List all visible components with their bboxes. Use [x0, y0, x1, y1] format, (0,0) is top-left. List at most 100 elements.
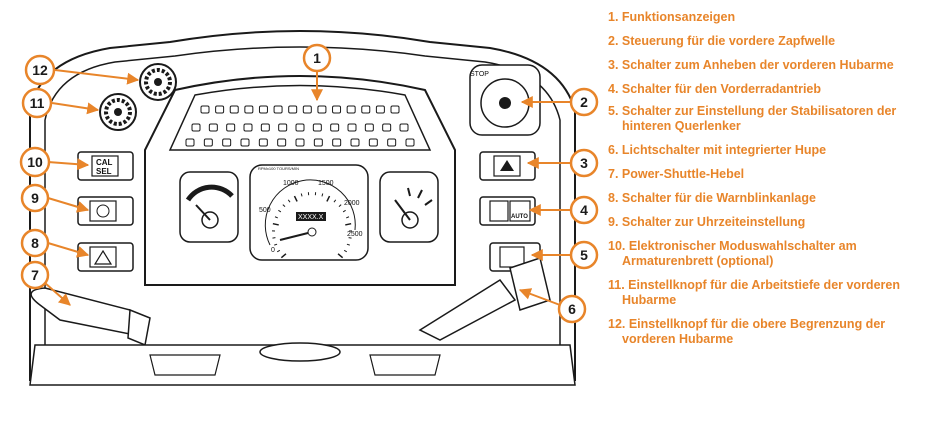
warning-lamp-icon: [229, 105, 239, 114]
callout-3: 3: [569, 148, 599, 178]
callout-2: 2: [569, 87, 599, 117]
warning-lamp-icon: [382, 123, 392, 132]
tacho-tick: [276, 249, 281, 253]
warning-lamp-icon: [258, 105, 268, 114]
legend-item: 4. Schalter für den Vorderradantrieb: [608, 82, 822, 96]
legend-item: 9. Schalter zur Uhrzeiteinstellung: [608, 215, 806, 229]
callout-4: 4: [569, 195, 599, 225]
legend-item: 5. Schalter zur Einstellung der Stabilis…: [608, 104, 897, 133]
callout-9: 9: [20, 183, 50, 213]
legend-item: 3. Schalter zum Anheben der vorderen Hub…: [608, 58, 894, 72]
warning-lamp-icon: [191, 123, 201, 132]
front-pto-control[interactable]: STOP: [469, 64, 541, 136]
warning-lamp-icon: [203, 138, 213, 147]
svg-text:1: 1: [313, 50, 321, 66]
warning-lamp-icon: [330, 123, 340, 132]
warning-lamp-icon: [387, 138, 397, 147]
callout-6: 6: [557, 294, 587, 324]
warning-lamp-icon: [361, 105, 371, 114]
tacho-tick: [345, 222, 352, 226]
warning-lamp-icon: [240, 138, 250, 147]
svg-text:3: 3: [580, 155, 588, 171]
legend-item: 10. Elektronischer Moduswahlschalter am …: [608, 239, 857, 268]
warning-lamp-panel: [168, 84, 432, 151]
legend-item: 1. Funktionsanzeigen: [608, 10, 736, 24]
fwd-switch[interactable]: AUTO: [479, 196, 536, 226]
working-depth-knob[interactable]: [99, 93, 137, 131]
tacho-tick: [278, 209, 282, 213]
tacho-tick: [338, 204, 342, 208]
warning-lamp-icon: [260, 123, 270, 132]
warning-lamp-icon: [222, 138, 232, 147]
svg-text:12: 12: [32, 62, 48, 78]
warning-lamp-icon: [317, 105, 327, 114]
warning-lamp-icon: [405, 138, 415, 147]
tacho-tick: [342, 209, 346, 213]
warning-lamp-icon: [208, 123, 218, 132]
warning-lamp-icon: [226, 123, 236, 132]
temperature-gauge: [379, 171, 439, 243]
tacho-tick: [326, 195, 331, 202]
warning-lamp-icon: [346, 105, 356, 114]
warning-lamp-icon: [278, 123, 288, 132]
hazard-switch[interactable]: [77, 242, 134, 272]
svg-text:5: 5: [580, 247, 588, 263]
callout-8: 8: [20, 228, 50, 258]
svg-text:2: 2: [580, 94, 588, 110]
warning-lamp-icon: [350, 138, 360, 147]
warning-lamp-icon: [295, 138, 305, 147]
callout-7: 7: [20, 260, 50, 290]
tacho-tick: [333, 199, 337, 203]
warning-lamp-icon: [332, 105, 342, 114]
warning-lamp-icon: [243, 123, 253, 132]
mode-select-switch[interactable]: CAL SEL: [77, 151, 134, 181]
warning-lamp-icon: [277, 138, 287, 147]
tacho-tick: [280, 253, 287, 259]
raise-arrow-icon: [500, 160, 514, 171]
tacho-tick: [274, 243, 278, 246]
svg-text:6: 6: [568, 301, 576, 317]
front-hitch-raise-switch[interactable]: [479, 151, 536, 181]
svg-text:10: 10: [27, 154, 43, 170]
right-pedal-boot: [369, 354, 441, 376]
callout-12: 12: [24, 54, 56, 86]
tacho-tick: [293, 195, 298, 202]
tacho-tick: [346, 216, 350, 219]
warning-lamp-icon: [258, 138, 268, 147]
callout-badges: 1 2 3 4 5 6 7 8 9 10 11 12: [19, 43, 599, 324]
fuel-gauge: [179, 171, 239, 243]
warning-lamp-icon: [332, 138, 342, 147]
legend-item: 8. Schalter für die Warnblinkanlage: [608, 191, 816, 205]
svg-text:4: 4: [580, 202, 588, 218]
warning-lamp-icon: [244, 105, 254, 114]
tacho-tick: [300, 193, 303, 197]
tacho-tick: [346, 243, 350, 246]
tacho-tick: [287, 199, 291, 203]
warning-lamp-icon: [215, 105, 225, 114]
callout-5: 5: [569, 240, 599, 270]
steering-column: [259, 342, 341, 362]
legend-list: 1. Funktionsanzeigen 2. Steuerung für di…: [608, 8, 936, 347]
warning-lamp-icon: [399, 123, 409, 132]
warning-lamp-icon: [313, 138, 323, 147]
svg-text:7: 7: [31, 267, 39, 283]
clock-set-switch[interactable]: [77, 196, 134, 226]
warning-lamp-icon: [364, 123, 374, 132]
callout-1: 1: [302, 43, 332, 73]
tacho-tick-label: 2500: [347, 231, 363, 238]
hazard-triangle-icon: [93, 249, 113, 265]
warning-lamp-icon: [312, 123, 322, 132]
tacho-tick-label: 1500: [318, 180, 334, 187]
tacho-unit: RPMx100 TOURS/MIN: [258, 166, 299, 171]
hour-meter: XXXX.X: [298, 214, 324, 221]
warning-lamp-icon: [347, 123, 357, 132]
tacho-tick: [321, 193, 324, 197]
tacho-tick-label: 1000: [283, 180, 299, 187]
warning-lamp-icon: [273, 105, 283, 114]
cal-label: CAL: [96, 158, 113, 167]
svg-text:11: 11: [30, 95, 45, 111]
tacho-tick-label: 2000: [344, 200, 360, 207]
upper-limit-knob[interactable]: [139, 63, 177, 101]
warning-lamp-icon: [200, 105, 210, 114]
svg-text:9: 9: [31, 190, 39, 206]
